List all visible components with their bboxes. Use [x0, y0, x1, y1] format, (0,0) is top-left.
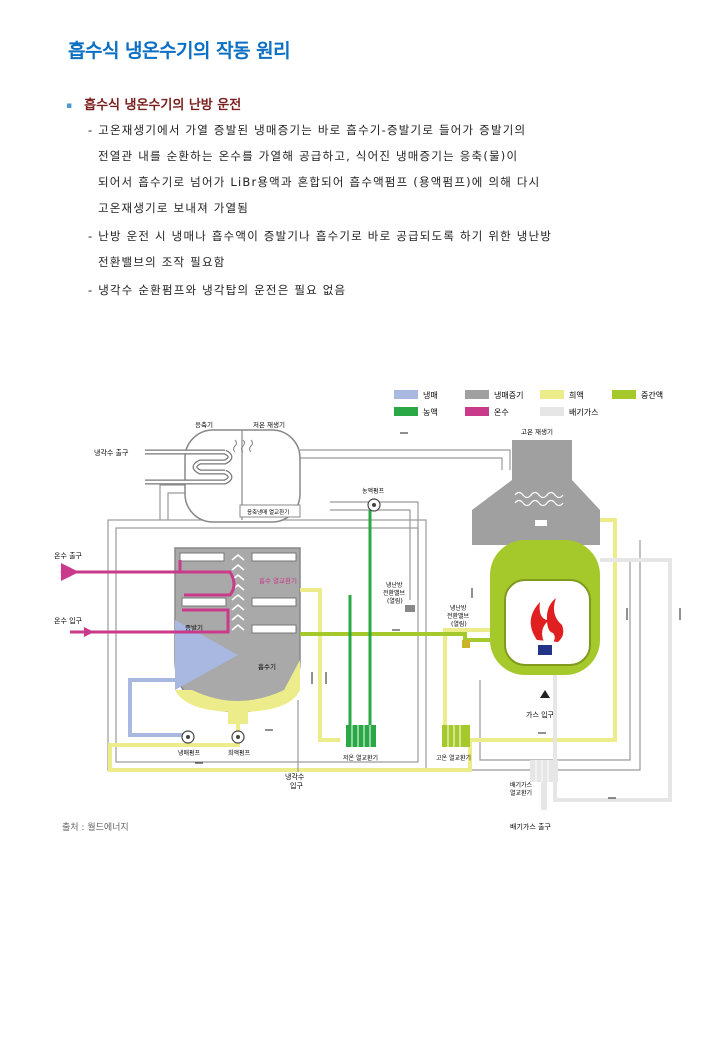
vapor-pipe-top-inner: [300, 457, 503, 470]
legend-label: 냉매증기: [494, 390, 523, 400]
ht-hx-label: 고온 열교환기: [436, 754, 471, 762]
legend-label: 농액: [423, 407, 438, 417]
intermediate-line: [300, 632, 490, 642]
paragraph-line: 전환밸브의 조작 필요함: [98, 255, 226, 269]
section-heading: ▪ 흡수식 냉온수기의 난방 운전: [66, 94, 241, 113]
exhaust-out-label: 배기가스 출구: [510, 822, 551, 831]
ref-pump-label: 냉매펌프: [178, 749, 201, 757]
cond-hx-label: 응축냉매 열교환기: [247, 508, 289, 516]
page-title: 흡수식 냉온수기의 작동 원리: [68, 40, 291, 62]
vapor-pipe-mid-inner: [330, 501, 419, 600]
legend-label: 희액: [569, 390, 584, 400]
valve-left-label-1: 냉난방: [386, 581, 403, 589]
lt-hx-label: 저온 열교환기: [343, 754, 378, 762]
valve-left-label-2: 전환밸브: [383, 589, 406, 597]
legend-swatch-refrigerant-vapor: [465, 390, 489, 399]
valve-right-label-3: (열림): [451, 620, 467, 628]
paragraph-line: - 냉각수 순환펌프와 냉각탑의 운전은 필요 없음: [88, 283, 347, 297]
source-credit: 출처 : 월드에너지: [62, 823, 129, 833]
pumps: 냉매펌프 희액펌프 농액펌프: [178, 488, 385, 757]
paragraph-line: - 난방 운전 시 냉매나 흡수액이 증발기나 흡수기로 바로 공급되도록 하기…: [88, 229, 553, 243]
gas-in-label: 가스 입구: [526, 710, 555, 719]
valve-right-label-1: 냉난방: [450, 604, 467, 612]
flow-arrows: [195, 432, 681, 799]
vapor-pipe-right-outer: [430, 540, 641, 771]
exhaust-hx-label-2: 열교환기: [510, 789, 532, 797]
condenser-label: 응축기: [195, 420, 213, 429]
exhaust: 배기가스 열교환기 배기가스 출구: [510, 558, 672, 831]
exhaust-hx-label-1: 배기가스: [510, 781, 533, 789]
absorber-evaporator: 증발기 흡수기 흡수 열교환기: [174, 547, 301, 724]
hw-hx-label: 흡수 열교환기: [259, 576, 297, 585]
cooling-in-label-2: 입구: [290, 782, 303, 790]
hw-in-label: 온수 입구: [54, 617, 83, 625]
refrigerant-line: [128, 678, 188, 737]
paragraph-line: - 고온재생기에서 가열 증발된 냉매증기는 바로 흡수기-증발기로 들어가 증…: [88, 123, 527, 137]
legend-label: 온수: [494, 408, 509, 417]
absorber-label: 흡수기: [258, 662, 276, 671]
condenser-lt-generator: 응축기 저온 재생기 응축냉매 열교환기: [145, 420, 301, 523]
hot-water-lines: [60, 560, 236, 637]
cooling-out-label: 냉각수 출구: [94, 448, 129, 457]
legend-swatch-dilute: [540, 390, 564, 399]
dil-pump-label: 희액펌프: [228, 749, 251, 757]
valves: 냉난방 전환밸브 (열림) 냉난방 전환밸브 (열림): [383, 581, 470, 648]
paragraph-line: 되어서 흡수기로 넘어가 LiBr용액과 혼합되어 흡수액펌프 (용액펌프)에 …: [98, 175, 541, 189]
legend-swatch-hot-water: [465, 407, 489, 416]
cooling-in-label-1: 냉각수: [285, 772, 305, 781]
legend-label: 배기가스: [569, 408, 598, 417]
lt-heat-exchanger: 저온 열교환기: [343, 725, 378, 762]
paragraph-line: 고온재생기로 보내져 가열됨: [98, 201, 250, 215]
concentrated-lines: [348, 510, 372, 740]
ht-generator-label: 고온 재생기: [521, 427, 553, 436]
legend-swatch-intermediate: [612, 390, 636, 399]
hw-out-label: 온수 출구: [54, 551, 83, 560]
vapor-pipe-mid: [330, 509, 411, 600]
lt-generator-label: 저온 재생기: [253, 420, 285, 429]
legend-label: 냉매: [423, 390, 438, 400]
section-bullet: ▪: [66, 100, 73, 111]
valve-left-label-3: (열림): [387, 597, 403, 605]
ht-heat-exchanger: 고온 열교환기: [436, 725, 471, 762]
vapor-pipe-top: [300, 449, 511, 470]
paragraph-line: 전열관 내를 순환하는 온수를 가열해 공급하고, 식어진 냉매증기는 응축(물…: [98, 149, 519, 163]
legend: 냉매 냉매증기 희액 중간액 농액 온수 배기가스: [394, 390, 663, 417]
ht-generator: 고온 재생기 가스 입구: [472, 427, 600, 719]
valve-right-label-2: 전환밸브: [447, 612, 470, 620]
conc-pump-label: 농액펌프: [362, 488, 385, 495]
legend-swatch-refrigerant: [394, 390, 418, 399]
vapor-loop-inner: [115, 527, 419, 763]
legend-label: 중간액: [641, 390, 663, 400]
evaporator-label: 증발기: [185, 623, 203, 632]
section-heading-text: 흡수식 냉온수기의 난방 운전: [84, 98, 242, 113]
legend-swatch-exhaust: [540, 407, 564, 416]
legend-swatch-concentrated: [394, 407, 418, 416]
